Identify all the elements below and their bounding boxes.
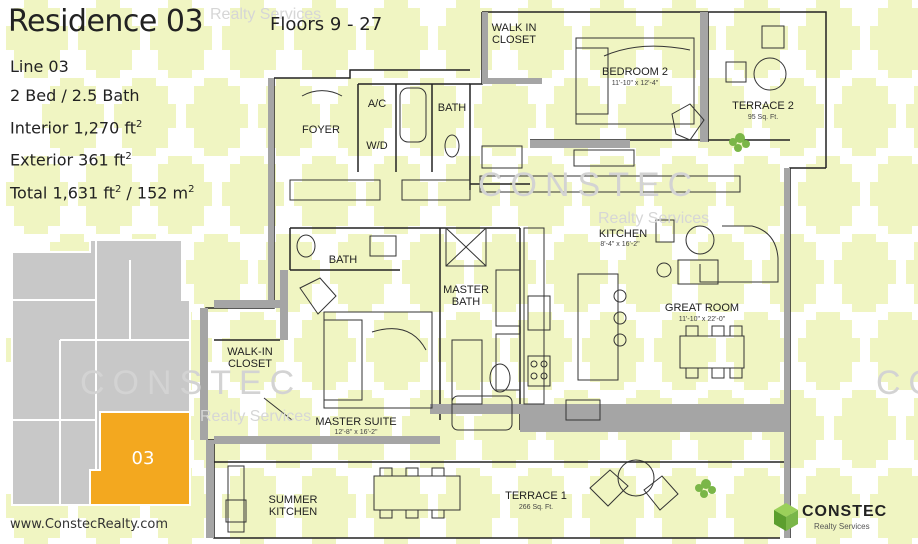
watermark-tile xyxy=(762,234,824,312)
watermark-tile xyxy=(294,312,356,390)
watermark-tile xyxy=(834,234,896,312)
dim-bedroom-2: 11'-10" x 12'-4" xyxy=(611,80,659,87)
watermark-tile xyxy=(582,312,644,390)
watermark-tile xyxy=(258,78,320,156)
watermark-tile xyxy=(906,78,918,156)
watermark-tile xyxy=(870,0,918,78)
room-foyer: FOYER xyxy=(302,124,340,136)
room-great-room: GREAT ROOM xyxy=(664,302,740,314)
dim-kitchen: 8'-4" x 16'-2" xyxy=(600,241,640,248)
keyplan xyxy=(11,239,191,506)
watermark-tile xyxy=(330,234,392,312)
room-ac: A/C xyxy=(367,98,387,110)
watermark-brand-left: CONSTEC xyxy=(80,364,303,402)
watermark-tile xyxy=(582,468,644,544)
watermark-sub-top: Realty Services xyxy=(210,6,322,23)
room-bedroom-2: BEDROOM 2 xyxy=(601,66,668,78)
watermark-tile xyxy=(366,0,428,78)
watermark-tile xyxy=(366,312,428,390)
spec-beds-baths: 2 Bed / 2.5 Bath xyxy=(10,86,140,105)
watermark-sub-left: Realty Services xyxy=(200,408,312,425)
watermark-brand-right: CONSTEC xyxy=(876,364,918,402)
constec-cube-icon xyxy=(774,503,798,531)
room-master-bath: MASTER BATH xyxy=(443,284,489,308)
spec-exterior: Exterior 361 ft2 xyxy=(10,150,132,170)
page-title: Residence 03 xyxy=(8,4,204,39)
room-walk-in-closet-top: WALK IN CLOSET xyxy=(491,22,537,46)
watermark-tile xyxy=(402,78,464,156)
dim-master-suite: 12'-8" x 16'-2" xyxy=(334,429,378,436)
watermark-tile xyxy=(366,468,428,544)
dim-terrace-1: 266 Sq. Ft. xyxy=(518,504,554,511)
room-walk-in-closet-left: WALK-IN CLOSET xyxy=(227,346,273,370)
watermark-tile xyxy=(834,78,896,156)
watermark-sub-mid: Realty Services xyxy=(598,210,710,227)
spec-total: Total 1,631 ft2 / 152 m2 xyxy=(10,182,195,202)
keyplan-highlight-label: 03 xyxy=(131,448,155,469)
unit-specs: Line 03 2 Bed / 2.5 Bath Interior 1,270 … xyxy=(10,52,195,207)
spec-interior: Interior 1,270 ft2 xyxy=(10,118,143,138)
watermark-tile xyxy=(690,234,752,312)
watermark-tile xyxy=(474,78,536,156)
watermark-brand-mid: CONSTEC xyxy=(478,166,701,204)
wall-bands xyxy=(200,12,790,538)
spec-line: Line 03 xyxy=(10,57,69,76)
watermark-tile xyxy=(726,156,788,234)
room-summer-kitchen: SUMMER KITCHEN xyxy=(268,494,318,518)
constec-logo: CONSTEC Realty Services xyxy=(772,499,912,537)
watermark-tile xyxy=(906,234,918,312)
logo-name: CONSTEC xyxy=(802,503,888,520)
room-bath-top: BATH xyxy=(437,102,467,114)
watermark-tile xyxy=(294,156,356,234)
floors-label: Floors 9 - 27 xyxy=(270,14,383,35)
website-url: www.ConstecRealty.com xyxy=(10,517,168,532)
room-master-suite: MASTER SUITE xyxy=(315,416,397,428)
watermark-tile xyxy=(366,156,428,234)
watermark-tile xyxy=(798,312,860,390)
logo-sub: Realty Services xyxy=(814,522,870,531)
watermark-tile xyxy=(654,312,716,390)
keyplan-unit-03 xyxy=(89,411,191,506)
plant-icon xyxy=(695,133,750,498)
room-wd: W/D xyxy=(366,140,388,152)
watermark-tile xyxy=(438,468,500,544)
room-terrace-1: TERRACE 1 xyxy=(505,490,567,502)
dim-terrace-2: 95 Sq. Ft. xyxy=(747,114,779,121)
dim-great-room: 11'-10" x 22'-0" xyxy=(678,316,726,323)
room-bath-mid: BATH xyxy=(328,254,358,266)
watermark-tile xyxy=(438,312,500,390)
room-terrace-2: TERRACE 2 xyxy=(732,100,794,112)
watermark-tile xyxy=(870,156,918,234)
watermark-tile xyxy=(186,78,248,156)
furniture xyxy=(225,25,787,533)
room-kitchen: KITCHEN xyxy=(598,228,648,240)
